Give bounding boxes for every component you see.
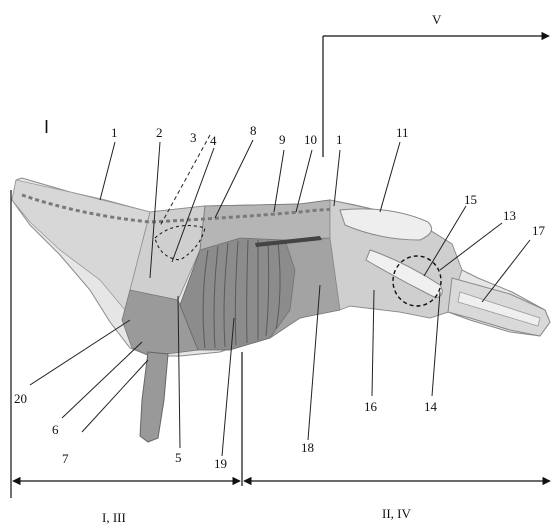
front-section-label: I, III [102, 510, 126, 525]
part-label: 14 [424, 399, 438, 414]
part-label: 3 [190, 130, 197, 145]
part-label: 18 [301, 440, 314, 455]
part-label: 1 [111, 125, 118, 140]
part-label: 17 [532, 223, 546, 238]
part-label: 4 [210, 133, 217, 148]
part-label: 5 [175, 450, 182, 465]
part-label: 9 [279, 132, 286, 147]
part-label: 15 [464, 192, 477, 207]
top-section-label: V [432, 12, 442, 27]
part-label: 2 [156, 125, 163, 140]
panel-mark: I [44, 117, 49, 137]
part-label: 7 [62, 451, 69, 466]
rear-section-label: II, IV [382, 506, 411, 521]
part-label: 13 [503, 208, 516, 223]
part-label: 16 [364, 399, 378, 414]
part-label: 11 [396, 125, 409, 140]
part-label: 8 [250, 123, 257, 138]
part-label: 10 [304, 132, 317, 147]
part-label: 19 [214, 456, 227, 471]
part-label: 20 [14, 391, 27, 406]
fore-shank [140, 352, 168, 442]
carcass-illustration [12, 178, 550, 442]
part-label: 6 [52, 422, 59, 437]
part-label: 1 [336, 132, 343, 147]
neck-region [12, 180, 150, 310]
